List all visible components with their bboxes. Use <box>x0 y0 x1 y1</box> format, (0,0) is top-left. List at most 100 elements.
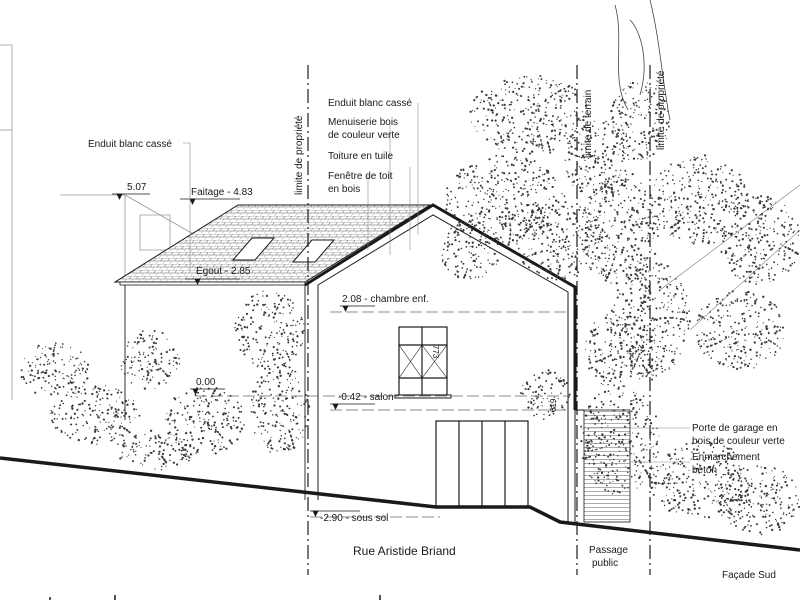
foliage-dot <box>66 374 69 377</box>
foliage-dot <box>565 236 568 239</box>
foliage-dot <box>546 277 549 280</box>
foliage-dot <box>304 429 306 431</box>
foliage-dot <box>760 306 762 309</box>
foliage-dot <box>627 208 629 211</box>
foliage-dot <box>491 90 493 93</box>
foliage-dot <box>640 258 642 261</box>
foliage-dot <box>476 257 477 259</box>
foliage-dot <box>256 341 259 344</box>
foliage-dot <box>269 439 272 443</box>
foliage-dot <box>602 384 604 386</box>
foliage-dot <box>75 392 77 394</box>
foliage-dot <box>179 459 181 461</box>
foliage-dot <box>527 203 530 207</box>
foliage-dot <box>645 290 647 292</box>
foliage-dot <box>600 472 603 475</box>
foliage-dot <box>535 109 538 112</box>
foliage-dot <box>691 236 693 238</box>
foliage-dot <box>213 445 217 448</box>
foliage-dot <box>291 379 293 381</box>
foliage-dot <box>697 440 699 443</box>
foliage-dot <box>512 164 515 167</box>
foliage-dot <box>135 436 137 439</box>
foliage-dot <box>613 304 616 306</box>
foliage-dot <box>640 239 643 242</box>
foliage-dot <box>716 483 719 485</box>
foliage-dot <box>643 294 645 296</box>
foliage-dot <box>678 196 680 199</box>
foliage-dot <box>750 485 753 488</box>
stairs <box>575 409 631 523</box>
foliage-dot <box>96 429 98 431</box>
foliage-dot <box>740 259 743 262</box>
foliage-dot <box>216 430 218 433</box>
foliage-dot <box>128 431 131 434</box>
foliage-dot <box>674 196 677 198</box>
foliage-dot <box>162 462 165 466</box>
foliage-dot <box>239 421 242 423</box>
foliage-dot <box>266 342 269 345</box>
foliage-dot <box>577 271 580 274</box>
foliage-dot <box>252 362 254 364</box>
foliage-dot <box>288 356 290 359</box>
foliage-dot <box>644 278 647 281</box>
foliage-dot <box>287 303 289 305</box>
foliage-dot <box>615 175 617 177</box>
foliage-dot <box>577 155 579 157</box>
foliage-dot <box>726 447 730 450</box>
foliage-dot <box>262 421 265 424</box>
foliage-dot <box>588 152 590 155</box>
foliage-dot <box>167 437 169 440</box>
foliage-dot <box>599 182 601 185</box>
foliage-dot <box>107 408 110 411</box>
foliage-dot <box>588 407 590 409</box>
foliage-dot <box>449 202 451 205</box>
foliage-dot <box>641 402 643 404</box>
foliage-dot <box>702 459 704 461</box>
foliage-dot <box>214 430 217 434</box>
foliage-dot <box>643 199 646 202</box>
foliage-dot <box>739 178 742 182</box>
foliage-dot <box>653 339 656 342</box>
foliage-dot <box>736 330 738 332</box>
foliage-dot <box>237 416 240 419</box>
foliage-dot <box>241 335 244 339</box>
foliage-dot <box>512 122 515 124</box>
foliage-dot <box>477 276 480 278</box>
foliage-dot <box>603 476 606 479</box>
foliage-dot <box>460 168 463 172</box>
foliage-dot <box>702 237 705 240</box>
foliage-dot <box>483 129 485 131</box>
foliage-dot <box>277 385 280 388</box>
foliage-dot <box>213 447 215 449</box>
foliage-dot <box>646 353 649 356</box>
foliage-dot <box>587 255 590 257</box>
foliage-dot <box>607 383 609 386</box>
foliage-dot <box>633 306 635 308</box>
foliage-dot <box>469 220 472 223</box>
foliage-dot <box>475 212 477 214</box>
foliage-dot <box>790 228 792 230</box>
foliage-dot <box>611 492 614 495</box>
foliage-dot <box>550 383 554 386</box>
foliage-dot <box>132 347 134 349</box>
foliage-dot <box>735 260 738 263</box>
foliage-dot <box>759 230 761 232</box>
foliage-dot <box>490 199 492 201</box>
foliage-dot <box>604 252 606 255</box>
foliage-dot <box>262 425 265 428</box>
foliage-dot <box>497 131 499 133</box>
foliage-dot <box>557 261 560 263</box>
foliage-dot <box>712 499 714 502</box>
foliage-dot <box>560 119 562 121</box>
foliage-dot <box>737 345 739 347</box>
foliage-dot <box>641 217 644 220</box>
foliage-dot <box>661 367 663 370</box>
foliage-dot <box>716 342 718 344</box>
foliage-dot <box>651 227 654 230</box>
foliage-dot <box>490 189 492 191</box>
foliage-dot <box>279 374 282 377</box>
foliage-dot <box>532 94 535 96</box>
foliage-dot <box>644 444 646 446</box>
